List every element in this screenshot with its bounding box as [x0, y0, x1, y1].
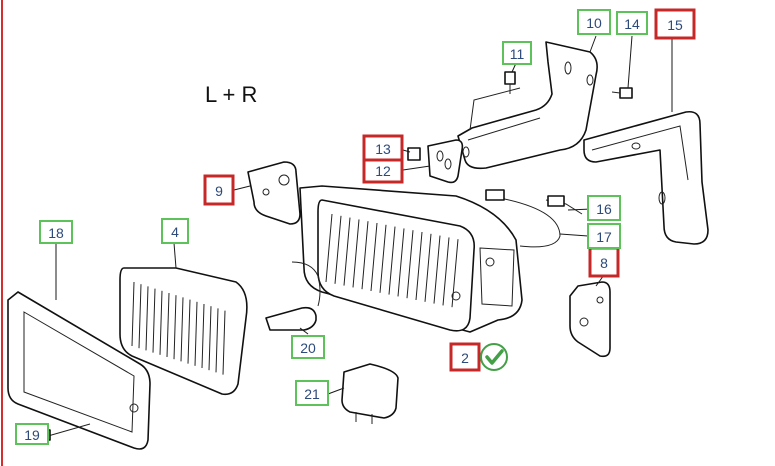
callout-box-14 [616, 11, 648, 35]
side-note: L + R [205, 82, 257, 107]
bracket-part-10 [457, 41, 598, 170]
callout-number-17: 17 [596, 229, 612, 245]
bracket-part-8 [569, 281, 611, 358]
callout-number-9: 9 [215, 183, 223, 199]
callout-box-13 [362, 134, 404, 162]
callout-19: 19 [15, 423, 49, 445]
callout-number-19: 19 [24, 427, 40, 443]
callout-box-4 [161, 218, 189, 244]
callout-8: 8 [588, 246, 620, 278]
callout-box-10 [577, 9, 611, 35]
callout-box-21 [295, 380, 329, 406]
callout-20: 20 [291, 335, 325, 359]
bulb-part-20 [265, 261, 321, 331]
callout-number-4: 4 [171, 224, 179, 240]
screw-part-14 [611, 87, 633, 99]
callout-number-15: 15 [667, 17, 683, 33]
green-checkmark-icon [480, 343, 508, 371]
callout-box-11 [502, 41, 532, 65]
callout-18: 18 [39, 220, 73, 244]
callout-box-18 [39, 220, 73, 244]
callout-17: 17 [587, 223, 621, 249]
callout-number-12: 12 [375, 163, 391, 179]
callout-2: 2 [449, 342, 481, 372]
screw-part-11 [504, 71, 516, 94]
callout-number-8: 8 [600, 255, 608, 271]
bracket-part-15 [583, 110, 709, 245]
callout-box-15 [654, 8, 696, 40]
bracket-part-9 [247, 161, 301, 225]
callout-13: 13 [362, 134, 404, 162]
callout-number-13: 13 [375, 141, 391, 157]
frame-part-18 [7, 291, 151, 450]
callout-12: 12 [362, 156, 404, 184]
callout-number-10: 10 [586, 15, 602, 31]
callout-number-14: 14 [624, 16, 640, 32]
callout-9: 9 [203, 174, 235, 206]
callout-16: 16 [587, 195, 621, 221]
callout-box-2 [449, 342, 481, 372]
callout-layer: 2 4 8 9 10 11 12 13 14 15 16 17 18 19 20 21 [15, 8, 696, 445]
callout-15: 15 [654, 8, 696, 40]
callout-11: 11 [502, 41, 532, 65]
reflector-part-4 [119, 267, 248, 396]
callout-box-9 [203, 174, 235, 206]
callout-14: 14 [616, 11, 648, 35]
callout-box-17 [587, 223, 621, 249]
clip-part-12-13 [407, 139, 464, 184]
callout-box-16 [587, 195, 621, 221]
fog-lamp-assembly-part-2 [299, 185, 523, 333]
wiring-harness-part-16-17 [485, 189, 583, 248]
callout-box-20 [291, 335, 325, 359]
callout-box-19 [15, 423, 49, 445]
callout-box-12 [362, 156, 404, 184]
callout-number-20: 20 [300, 340, 316, 356]
callout-number-21: 21 [304, 386, 320, 402]
callout-10: 10 [577, 9, 611, 35]
callout-number-18: 18 [48, 225, 64, 241]
callout-number-11: 11 [510, 46, 525, 62]
callout-4: 4 [161, 218, 189, 244]
callout-number-16: 16 [596, 201, 612, 217]
relay-part-21 [341, 363, 399, 424]
callout-number-2: 2 [461, 350, 469, 366]
callout-21: 21 [295, 380, 329, 406]
